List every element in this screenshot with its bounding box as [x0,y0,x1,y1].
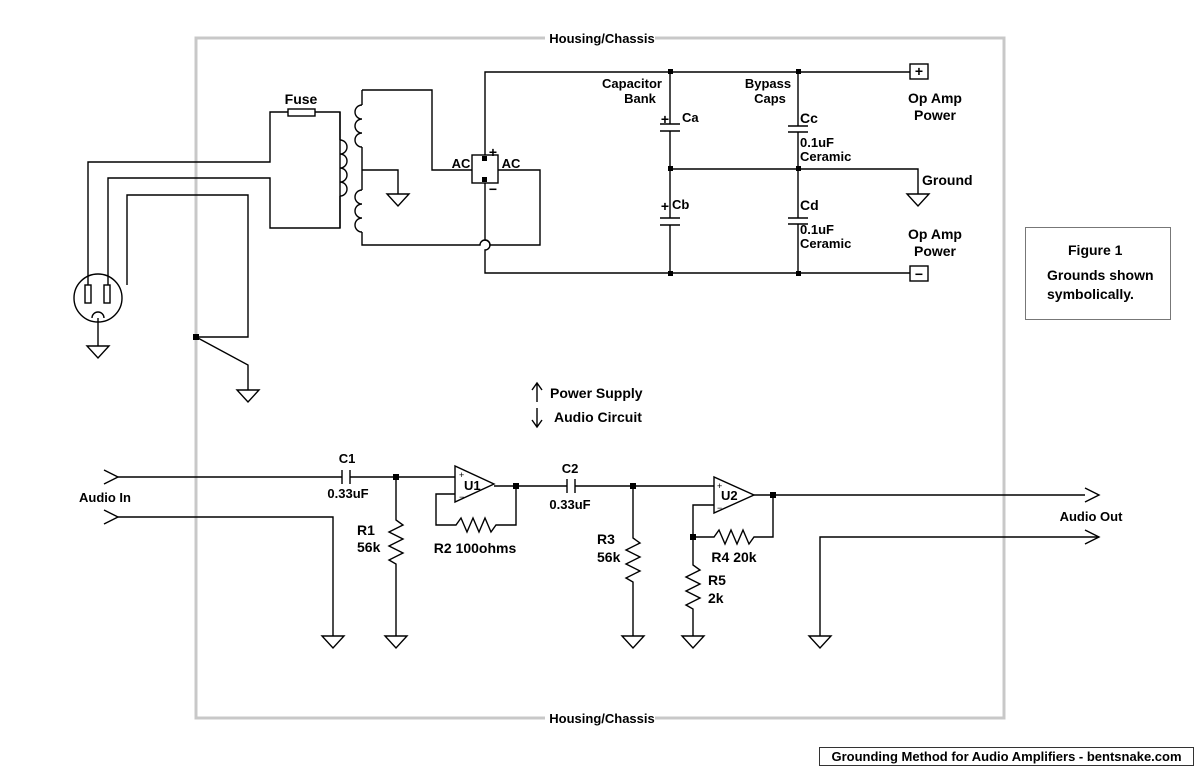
svg-text:+: + [717,481,722,491]
r2-feedback-resistor [435,486,517,534]
up-arrow-icon [531,381,543,402]
cc-value: 0.1uF [800,135,834,150]
r3-value: 56k [597,549,621,565]
c2-capacitor [566,479,576,493]
cc-label: Cc [800,110,818,126]
cb-label: Cb [672,197,689,212]
audio-in-label: Audio In [79,490,131,505]
c1-label: C1 [339,451,356,466]
figure-note-box: Figure 1 Grounds shown symbolically. [1025,227,1171,320]
cd-type: Ceramic [800,236,851,251]
cc-type: Ceramic [800,149,851,164]
audio-in-jack-signal [103,469,120,485]
pos-power-label-2: Power [914,107,957,123]
capacitor-bank-label-2: Bank [624,91,657,106]
svg-text:+: + [459,470,464,480]
audio-out-ground-icon [807,635,833,650]
mains-plug-icon [73,273,123,323]
u1-label: U1 [464,478,481,493]
chassis-ground-strap [195,336,249,390]
bypass-label-1: Bypass [745,76,791,91]
svg-text:+: + [661,111,669,127]
transformer-secondary-lower [354,189,363,233]
mains-neutral-wire [107,111,341,285]
figure-note-line-1: Grounds shown [1047,267,1154,283]
r3-resistor [624,486,642,636]
capacitor-bank-label-1: Capacitor [602,76,662,91]
audio-out-jack-signal [1084,487,1101,503]
svg-text:−: − [717,503,722,513]
svg-text:+: + [661,198,669,214]
ground-rail [670,168,919,194]
footer-caption: Grounding Method for Audio Amplifiers - … [819,747,1194,766]
c1-capacitor [341,470,351,484]
r3-label: R3 [597,531,615,547]
r5-ground-icon [680,635,706,650]
r1-ground-icon [383,635,409,650]
bypass-label-2: Caps [754,91,786,106]
audio-out-ground-wire [819,536,1099,636]
r1-resistor [387,477,405,636]
audio-circuit-divider-label: Audio Circuit [554,409,642,425]
capacitor-bank-ca-cb [660,72,680,273]
audio-out-label: Audio Out [1060,509,1123,524]
chassis-top-label: Housing/Chassis [549,31,654,46]
c1-value: 0.33uF [327,486,368,501]
housing-chassis-frame [194,36,1006,720]
r3-ground-icon [620,635,646,650]
r1-value: 56k [357,539,381,555]
r5-resistor [684,537,702,636]
transformer-primary [339,139,348,197]
u2-op-amp [713,475,756,515]
audio-in-ground-wire [118,516,334,636]
ground-label: Ground [922,172,973,188]
bridge-ac-right-label: AC [502,156,521,171]
figure-title: Figure 1 [1068,242,1123,258]
positive-rail [484,71,910,155]
pos-terminal-label: + [915,63,923,79]
fuse-label: Fuse [285,91,318,107]
mains-hot-wire [87,111,288,285]
pos-power-label-1: Op Amp [908,90,962,106]
negative-rail [484,183,910,274]
supply-ground-icon [905,193,931,208]
bridge-ac-left-label: AC [452,156,471,171]
r5-value: 2k [708,590,724,606]
neg-power-label-2: Power [914,243,957,259]
r4-label: R4 20k [711,549,756,565]
chassis-bottom-label: Housing/Chassis [549,711,654,726]
r2-label: R2 100ohms [434,540,517,556]
r1-label: R1 [357,522,375,538]
neg-power-label-1: Op Amp [908,226,962,242]
neg-terminal-label: − [915,266,923,282]
down-arrow-icon [531,408,543,429]
ca-label: Ca [682,110,699,125]
c2-value: 0.33uF [549,497,590,512]
audio-in-ground-icon [320,635,346,650]
power-supply-divider-label: Power Supply [550,385,643,401]
svg-text:−: − [459,492,464,502]
c2-label: C2 [562,461,579,476]
center-tap-ground-icon [385,193,411,208]
bridge-minus-label: − [489,181,497,197]
u1-op-amp [454,464,496,504]
pos-power-terminal [909,63,929,80]
neg-power-terminal [909,265,929,282]
bypass-caps-cc-cd [788,72,808,273]
transformer-secondary-upper [354,104,363,148]
mains-earth-wire [126,194,249,338]
bridge-plus-label: + [489,144,497,160]
audio-in-jack-ground [103,509,120,525]
u2-label: U2 [721,488,738,503]
plug-ground-icon [85,345,111,360]
figure-note-line-2: symbolically. [1047,286,1134,302]
r5-label: R5 [708,572,726,588]
fuse-symbol [287,108,316,117]
cd-value: 0.1uF [800,222,834,237]
cd-label: Cd [800,197,819,213]
chassis-ground-icon [235,389,261,404]
